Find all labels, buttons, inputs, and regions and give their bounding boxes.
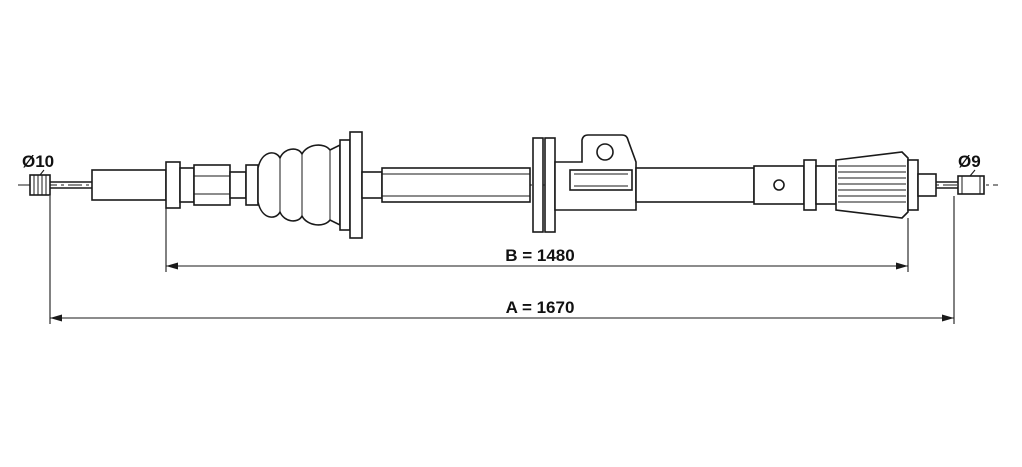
left-end-fitting [29, 174, 92, 196]
diameter-label-left: Ø10 [22, 152, 54, 171]
connector [229, 171, 247, 199]
left-sleeve [91, 169, 167, 201]
bracket-slot [569, 169, 633, 191]
right-end-fitting [936, 175, 985, 195]
mounting-bracket [554, 134, 637, 211]
diameter-leader-left [39, 169, 45, 176]
hex-nut [179, 164, 231, 206]
dimension-label-b: B = 1480 [505, 246, 574, 265]
bracket-hole [596, 143, 614, 161]
dimension-line-b [166, 262, 908, 270]
dimension-label-a: A = 1670 [506, 298, 575, 317]
diameter-label-right: Ø9 [958, 152, 981, 171]
main-tube [381, 167, 531, 203]
sleeve-hole [773, 179, 785, 191]
ribbed-grommet [835, 151, 937, 219]
collar [361, 171, 383, 199]
left-flange [165, 161, 181, 209]
diameter-leader-right [969, 169, 976, 177]
right-tube [635, 167, 755, 203]
bellows-boot [257, 131, 363, 239]
dimension-line-a [50, 314, 954, 322]
